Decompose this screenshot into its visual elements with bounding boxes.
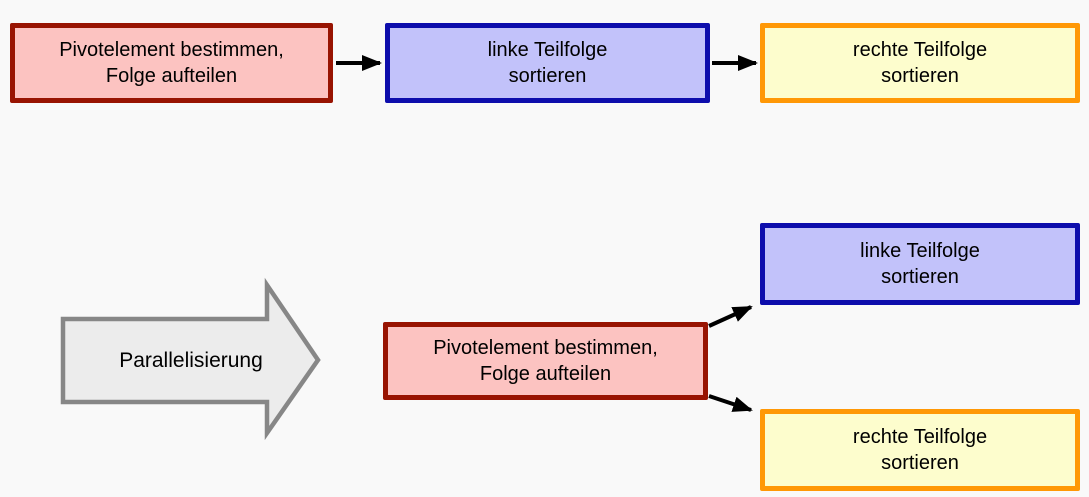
par-pivot-box: Pivotelement bestimmen, Folge aufteilen [383,322,708,400]
par-right-subsequence-label: rechte Teilfolge sortieren [852,426,988,474]
seq-right-subsequence-box: rechte Teilfolge sortieren [760,23,1080,103]
seq-left-subsequence-box: linke Teilfolge sortieren [385,23,710,103]
seq-pivot-box-label: Pivotelement bestimmen, Folge aufteilen [59,39,284,87]
seq-right-subsequence-label: rechte Teilfolge sortieren [852,39,988,87]
par-left-subsequence-label: linke Teilfolge sortieren [860,240,980,288]
parallelization-label: Parallelisierung [119,348,263,372]
arrow-par-pivot-to-left [708,305,753,328]
seq-pivot-box: Pivotelement bestimmen, Folge aufteilen [10,23,333,103]
par-left-subsequence-box: linke Teilfolge sortieren [760,223,1080,305]
par-right-subsequence-box: rechte Teilfolge sortieren [760,409,1080,491]
seq-left-subsequence-label: linke Teilfolge sortieren [487,39,608,87]
parallelization-block-arrow [60,277,321,441]
arrow-par-pivot-to-right [708,394,753,412]
par-pivot-box-label: Pivotelement bestimmen, Folge aufteilen [433,337,658,385]
